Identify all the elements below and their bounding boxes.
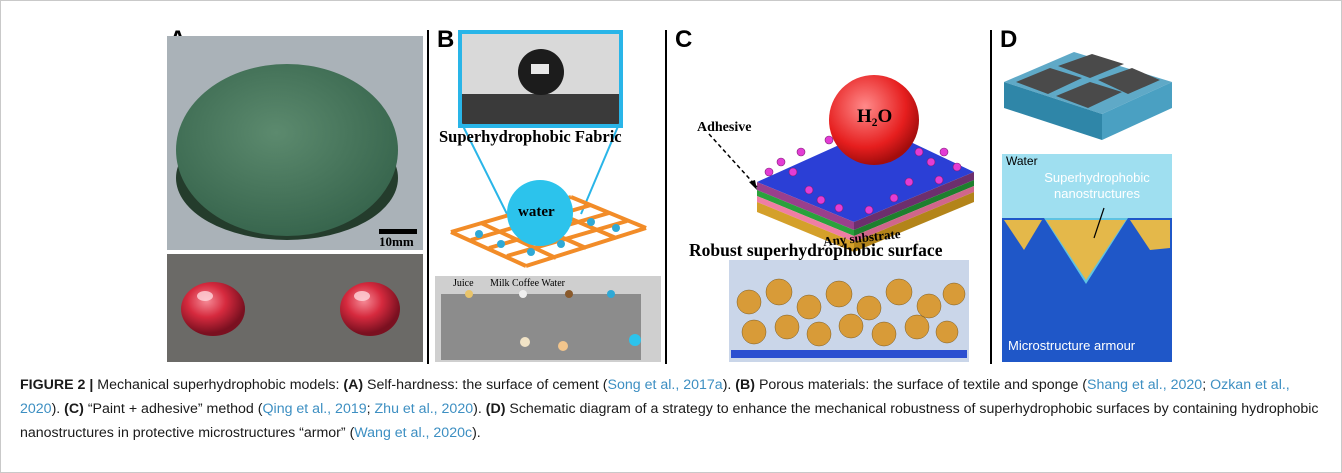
caption-intro: Mechanical superhydrophobic models: xyxy=(93,377,344,393)
caption-c-sep: ; xyxy=(366,401,375,417)
nanostructure-label: Superhydrophobic nanostructures xyxy=(1022,170,1172,202)
caption-d-tag: (D) xyxy=(485,401,506,417)
h2o-label: H₂O xyxy=(857,106,893,127)
caption-c-tag: (C) xyxy=(64,401,84,417)
scale-bar-label: 10mm xyxy=(379,234,414,249)
figure-number: FIGURE 2 | xyxy=(20,377,94,393)
caption-b-text: Porous materials: the surface of textile… xyxy=(755,377,1088,393)
panel-b: B xyxy=(431,22,663,364)
water-drop-label: water xyxy=(518,204,555,220)
scale-bar xyxy=(379,229,417,234)
panel-d-image xyxy=(1002,52,1172,362)
adhesive-label: Adhesive xyxy=(697,120,752,135)
panel-b-title: Superhydrophobic Fabric xyxy=(439,127,622,146)
figure: A 10mm xyxy=(165,22,1177,364)
figure-caption: FIGURE 2 | Mechanical superhydrophobic m… xyxy=(20,373,1320,445)
caption-d-text: Schematic diagram of a strategy to enhan… xyxy=(20,401,1319,441)
panel-b-image xyxy=(435,30,661,362)
panel-a-image xyxy=(167,36,423,362)
caption-b-sep: ; xyxy=(1202,377,1211,393)
ref-wang-2020c[interactable]: Wang et al., 2020c xyxy=(354,425,473,441)
ref-song-2017a[interactable]: Song et al., 2017a xyxy=(607,377,723,393)
panel-b-label: B xyxy=(437,26,455,53)
divider-bc xyxy=(665,30,667,364)
red-droplet-right xyxy=(340,282,400,336)
caption-c-text: “Paint + adhesive” method ( xyxy=(83,401,263,417)
caption-c-end: ). xyxy=(473,401,486,417)
ref-shang-2020[interactable]: Shang et al., 2020 xyxy=(1087,377,1203,393)
panel-a: A 10mm xyxy=(165,22,425,364)
caption-b-end: ). xyxy=(51,401,65,417)
caption-a-tag: (A) xyxy=(343,377,364,393)
ref-ozkan-2020[interactable]: Ozkan et al., 2020 xyxy=(20,377,1290,417)
liquid-water: Water xyxy=(541,278,565,289)
caption-d-end: ). xyxy=(472,425,481,441)
panel-d-label: D xyxy=(1000,26,1018,53)
caption-a-end: ). xyxy=(722,377,736,393)
contact-angle-inset-frame xyxy=(458,30,623,128)
panel-c-image xyxy=(708,75,974,362)
caption-a-text: Self-hardness: the surface of cement ( xyxy=(363,377,608,393)
ref-zhu-2020[interactable]: Zhu et al., 2020 xyxy=(374,401,474,417)
liquid-labels: Juice Milk Coffee Water xyxy=(453,278,565,289)
nanostructure-fill xyxy=(1046,220,1126,280)
divider-ab xyxy=(427,30,429,364)
water-label: Water xyxy=(1006,154,1038,168)
divider-cd xyxy=(990,30,992,364)
water-droplet xyxy=(507,180,573,246)
panel-c-subtitle: Robust superhydrophobic surface xyxy=(689,240,943,260)
liquid-coffee: Coffee xyxy=(512,278,540,289)
panel-c: C xyxy=(669,22,989,364)
red-droplet-left xyxy=(181,282,245,336)
liquid-milk: Milk xyxy=(490,278,510,289)
panel-c-label: C xyxy=(675,26,693,53)
adhesive-pointer xyxy=(708,133,758,188)
substrate-layer xyxy=(757,202,854,252)
nanostructure-label-line2: nanostructures xyxy=(1054,186,1140,201)
cement-disc-top xyxy=(176,64,398,236)
caption-b-tag: (B) xyxy=(735,377,755,393)
liquid-juice: Juice xyxy=(453,278,474,289)
armour-label: Microstructure armour xyxy=(1008,338,1136,353)
ref-qing-2019[interactable]: Qing et al., 2019 xyxy=(262,401,367,417)
nanostructure-cells xyxy=(1016,54,1160,108)
sponge-block xyxy=(441,294,641,360)
microstructure-armour xyxy=(1002,218,1172,362)
nanostructure-label-line1: Superhydrophobic xyxy=(1044,170,1150,185)
panel-d: D Water Superhydrophobic nanostructures xyxy=(994,22,1177,364)
h2o-droplet xyxy=(829,75,919,165)
